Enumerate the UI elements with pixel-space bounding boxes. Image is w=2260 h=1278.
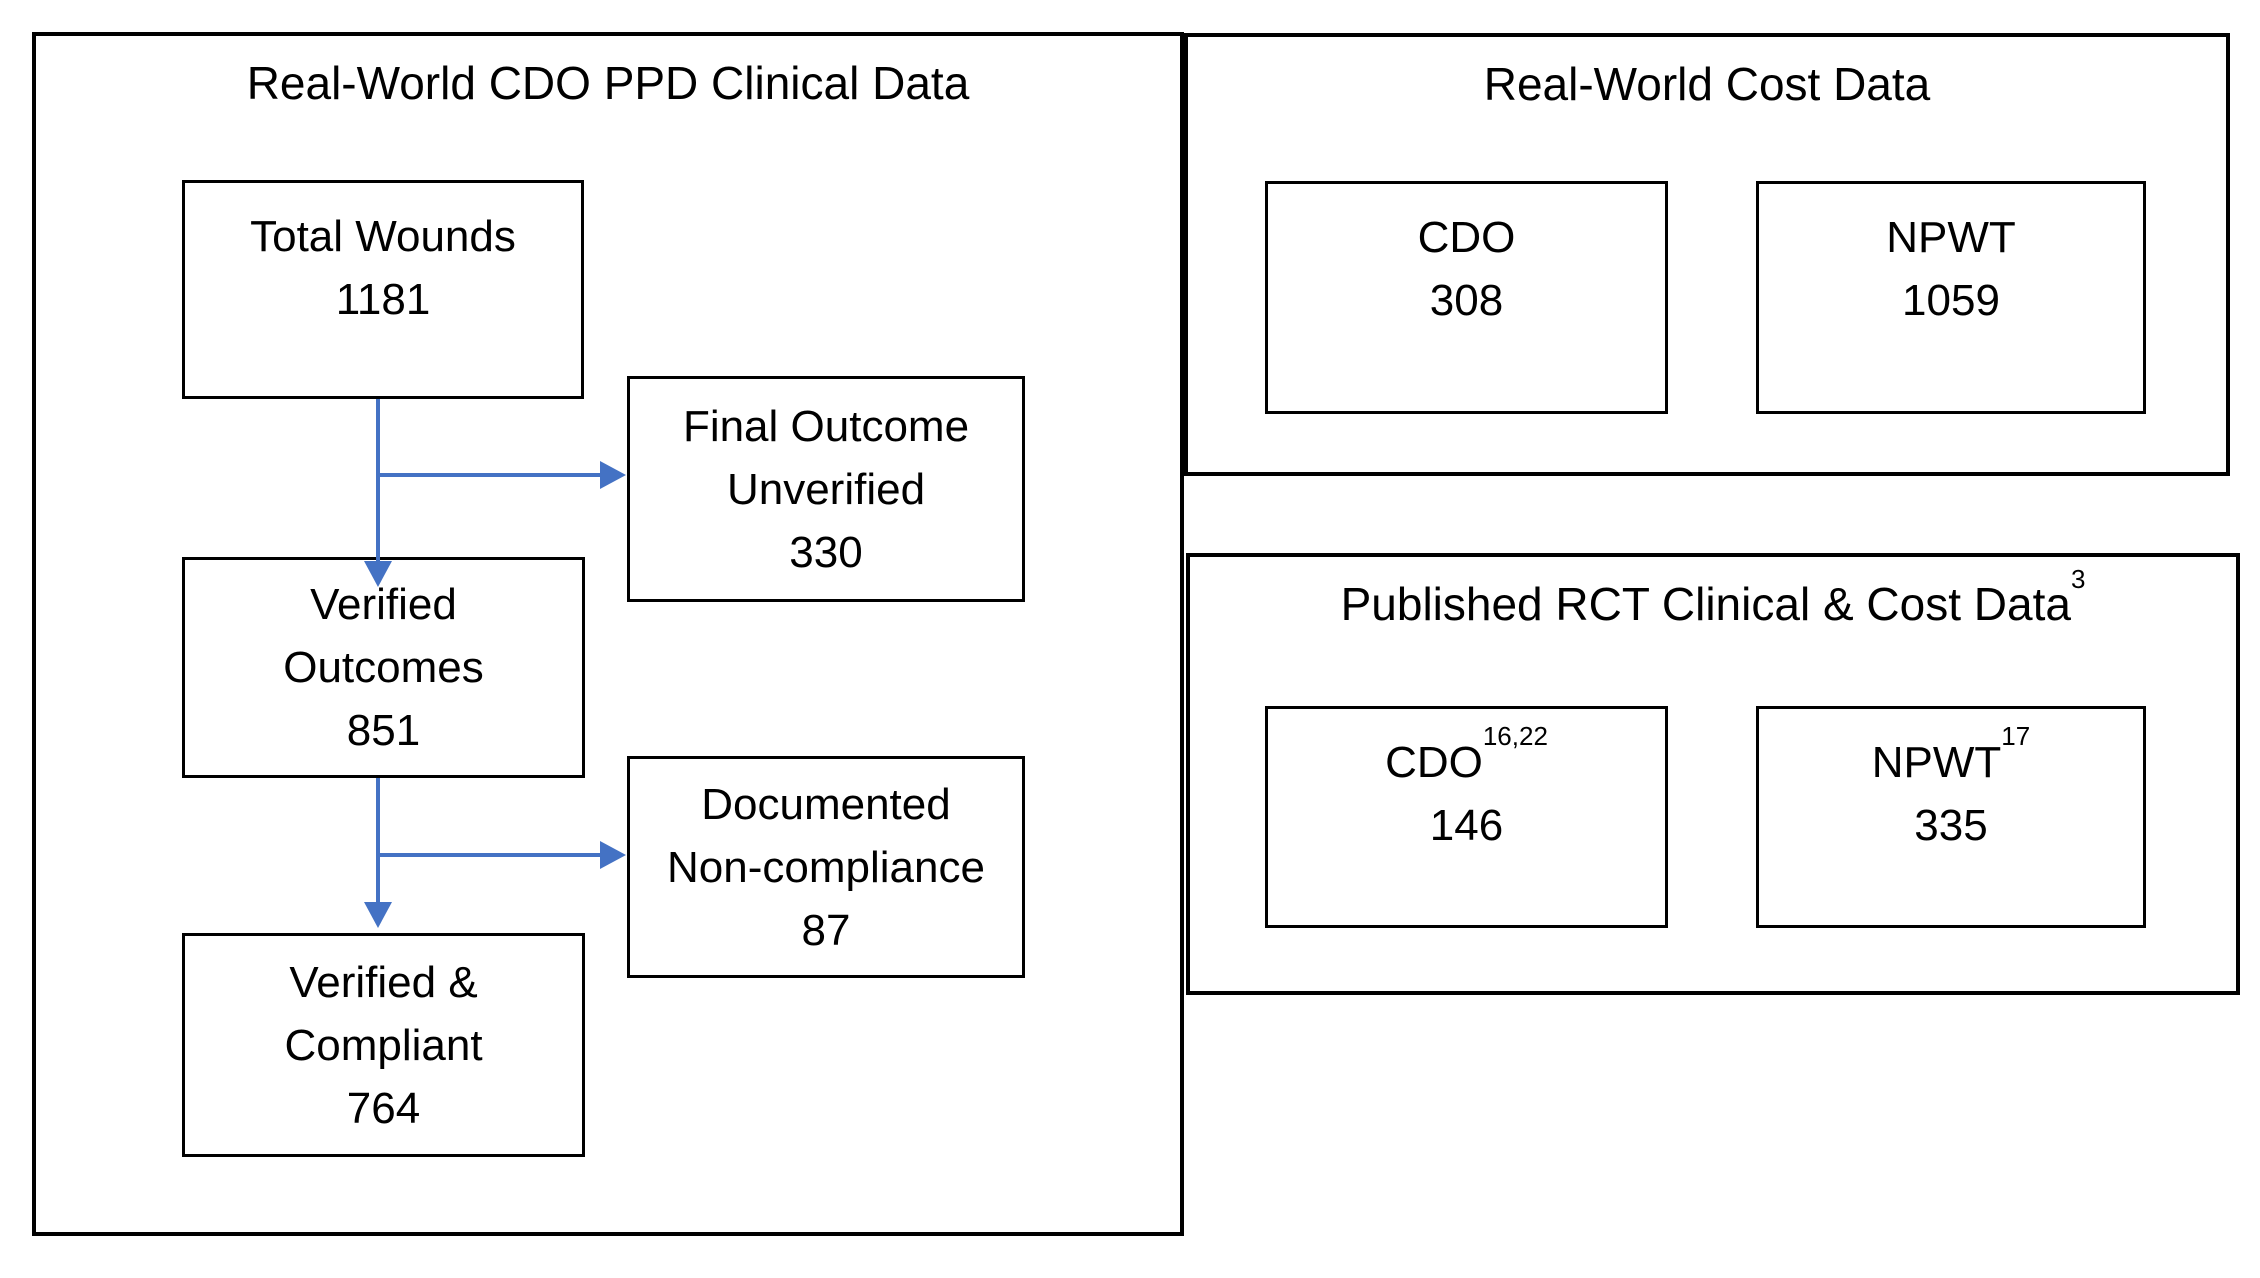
node-label: Non-compliance	[667, 842, 985, 892]
node-value: 851	[346, 706, 421, 755]
node-value: 1181	[335, 275, 431, 324]
node-label-text: NPWT	[1871, 738, 2002, 787]
node-cdo-cost: CDO 308	[1265, 181, 1668, 414]
node-final-outcome-unverified: Final Outcome Unverified 330	[627, 376, 1025, 602]
arrow-right-icon	[600, 841, 626, 869]
node-label: Unverified	[726, 464, 926, 514]
panel-rct-title: Published RCT Clinical & Cost Data3	[1190, 566, 2236, 633]
node-documented-non-compliance: Documented Non-compliance 87	[627, 756, 1025, 978]
connector-total-to-verified	[376, 399, 380, 563]
node-label-text: CDO	[1385, 738, 1483, 787]
arrow-right-icon	[600, 461, 626, 489]
node-value: 1059	[1902, 276, 2000, 325]
node-superscript: 16,22	[1482, 721, 1548, 752]
node-superscript: 17	[2001, 721, 2031, 752]
panel-cost-title: Real-World Cost Data	[1483, 58, 1931, 110]
node-cdo-rct: CDO16,22 146	[1265, 706, 1668, 928]
node-label: Final Outcome	[682, 401, 970, 451]
panel-cost-data: Real-World Cost Data CDO 308 NPWT 1059	[1184, 33, 2230, 476]
node-label: CDO	[1417, 213, 1516, 262]
panel-clinical-title: Real-World CDO PPD Clinical Data	[246, 57, 970, 109]
node-value: 87	[801, 905, 851, 955]
connector-total-to-unverified	[376, 473, 602, 477]
node-label: Verified &	[289, 957, 478, 1007]
node-total-wounds: Total Wounds 1181	[182, 180, 584, 399]
node-label: NPWT17	[1759, 723, 2143, 794]
node-npwt-cost: NPWT 1059	[1756, 181, 2146, 414]
panel-clinical-data: Real-World CDO PPD Clinical Data Total W…	[32, 32, 1184, 1236]
node-label: Total Wounds	[250, 212, 516, 261]
node-label: Outcomes	[283, 643, 484, 692]
node-label: NPWT	[1886, 213, 2016, 262]
node-label: Compliant	[284, 1020, 483, 1070]
node-label: CDO16,22	[1268, 723, 1665, 794]
node-value: 335	[1914, 801, 1988, 850]
panel-rct-data: Published RCT Clinical & Cost Data3 CDO1…	[1186, 553, 2240, 995]
node-value: 146	[1429, 801, 1504, 850]
node-value: 330	[789, 527, 863, 577]
connector-verified-to-compliant	[376, 778, 380, 904]
connector-verified-to-noncompliance	[376, 853, 602, 857]
node-value: 764	[346, 1083, 421, 1133]
title-superscript: 3	[2070, 563, 2086, 594]
node-verified-compliant: Verified & Compliant 764	[182, 933, 585, 1157]
panel-rct-title-text: Published RCT Clinical & Cost Data	[1340, 578, 2071, 630]
node-npwt-rct: NPWT17 335	[1756, 706, 2146, 928]
node-verified-outcomes: Verified Outcomes 851	[182, 557, 585, 778]
node-label: Documented	[701, 779, 951, 829]
node-value: 308	[1429, 276, 1504, 325]
arrow-down-icon	[364, 902, 392, 928]
node-label: Verified	[310, 580, 457, 629]
arrow-down-icon	[364, 561, 392, 587]
